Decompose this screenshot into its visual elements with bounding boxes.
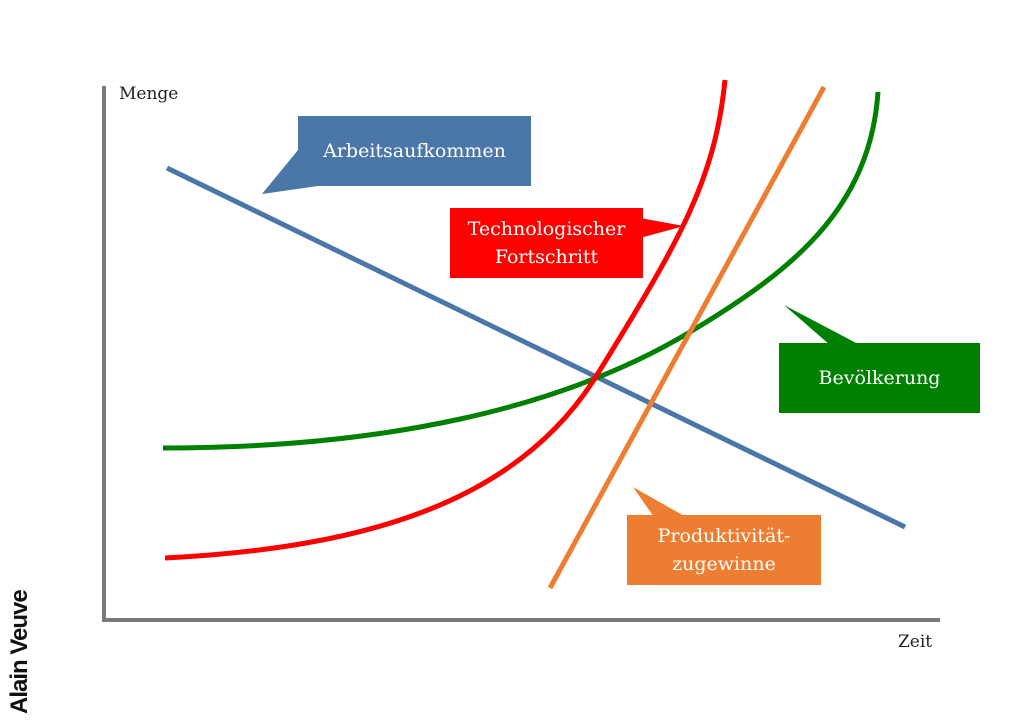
bevoelkerung-callout-label: Bevölkerung bbox=[818, 367, 941, 389]
x-axis-label: Zeit bbox=[898, 632, 933, 652]
produktivitaet-callout-label: Produktivität- zugewinne bbox=[657, 525, 791, 575]
brand-logo: Alain Veuve bbox=[6, 590, 33, 714]
arbeit-line bbox=[165, 165, 907, 530]
arbeit-callout-label: Arbeitsaufkommen bbox=[323, 140, 506, 162]
produktivitaet-line bbox=[547, 85, 827, 590]
bevoelkerung-callout bbox=[779, 305, 980, 413]
arbeit-callout bbox=[262, 116, 531, 194]
produktivitaet-callout bbox=[627, 487, 821, 585]
bevoelkerung-curve bbox=[162, 91, 881, 451]
technologie-callout-label: Technologischer Fortschritt bbox=[467, 218, 626, 268]
y-axis-label: Menge bbox=[119, 84, 179, 104]
technologie-callout bbox=[450, 208, 684, 278]
technologie-curve bbox=[164, 79, 728, 561]
